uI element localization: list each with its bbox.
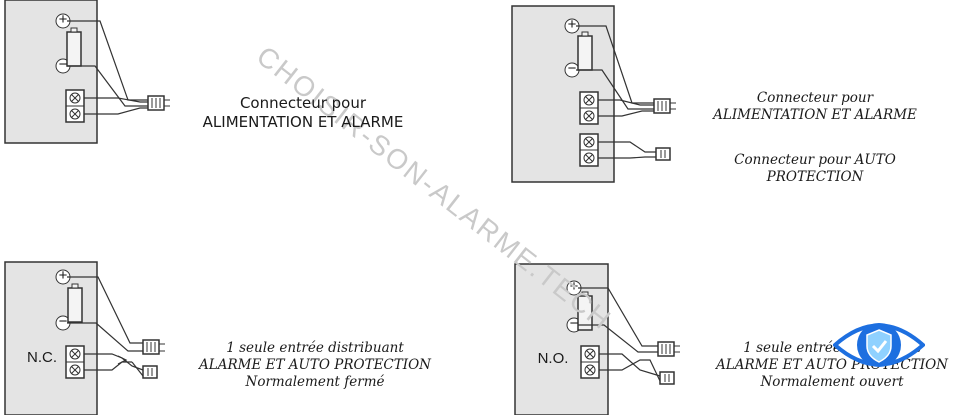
plus-symbol: + bbox=[569, 278, 579, 295]
caption-line: Normalement ouvert bbox=[760, 373, 904, 390]
caption-line: ALARME ET AUTO PROTECTION bbox=[199, 356, 431, 373]
caption-line: Normalement fermé bbox=[245, 373, 385, 390]
contact-type-nc: N.C. bbox=[27, 349, 57, 366]
minus-symbol: − bbox=[567, 60, 577, 77]
minus-symbol: − bbox=[569, 315, 579, 332]
caption-line: 1 seule entrée distribuant bbox=[226, 340, 404, 356]
plus-symbol: + bbox=[58, 11, 68, 28]
caption-line: Connecteur pour bbox=[756, 90, 874, 106]
caption-top-right-tamper: Connecteur pour AUTO PROTECTION bbox=[700, 152, 930, 186]
panel-bottom-right bbox=[514, 263, 680, 415]
caption-top-right-power: Connecteur pour ALIMENTATION ET ALARME bbox=[690, 90, 940, 124]
plus-symbol: + bbox=[567, 16, 577, 33]
panel-top-left bbox=[4, 0, 170, 144]
minus-symbol: − bbox=[58, 56, 68, 73]
minus-symbol: − bbox=[58, 313, 68, 330]
contact-type-no: N.O. bbox=[537, 350, 569, 367]
caption-line: PROTECTION bbox=[766, 168, 864, 185]
plus-symbol: + bbox=[58, 267, 68, 284]
caption-line: ALIMENTATION ET ALARME bbox=[713, 106, 917, 123]
caption-line: Connecteur pour AUTO bbox=[734, 152, 896, 168]
panel-bottom-left bbox=[4, 261, 165, 415]
caption-line: ALIMENTATION ET ALARME bbox=[202, 112, 404, 131]
caption-line: Connecteur pour bbox=[239, 94, 367, 112]
caption-top-left: Connecteur pour ALIMENTATION ET ALARME bbox=[168, 94, 438, 132]
panel-top-right bbox=[511, 5, 676, 183]
caption-bottom-left: 1 seule entrée distribuant ALARME ET AUT… bbox=[180, 340, 450, 391]
eye-shield-icon bbox=[833, 323, 925, 367]
